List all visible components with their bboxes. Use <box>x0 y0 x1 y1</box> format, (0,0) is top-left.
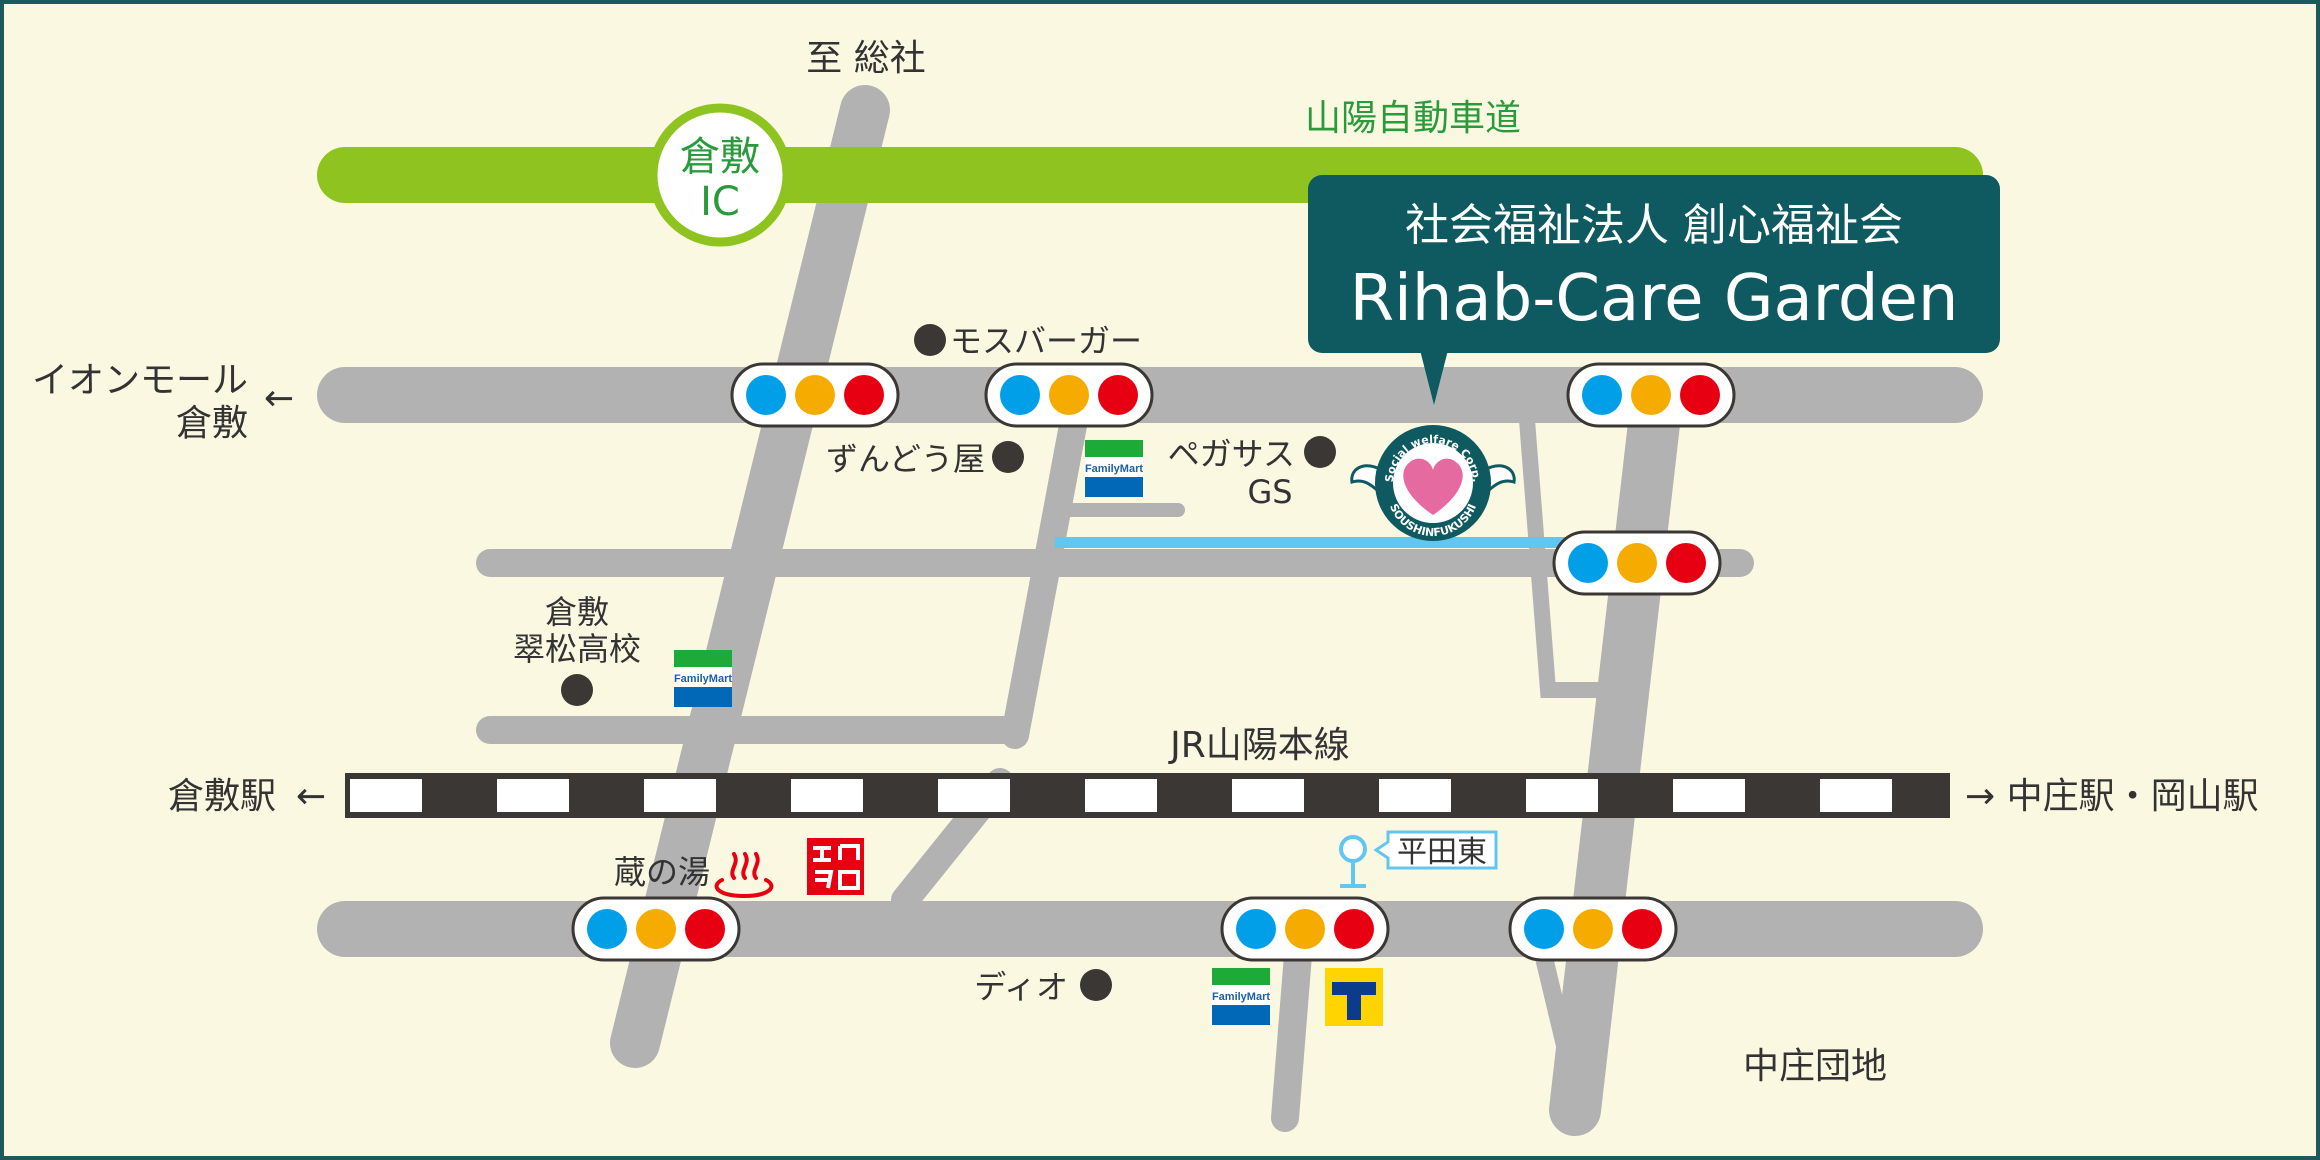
to-soja-label: 至 総社 <box>806 38 925 79</box>
signal-light <box>1666 543 1706 583</box>
school-label-2: 翠松高校 <box>513 630 641 668</box>
aeon-mall-label-1: イオンモール <box>32 360 248 401</box>
traffic-signal-icon <box>1552 530 1722 596</box>
signal-light <box>1049 375 1089 415</box>
familymart-logo: FamilyMart <box>1212 968 1270 1025</box>
familymart-logo: FamilyMart <box>1085 440 1143 497</box>
signal-light <box>1285 909 1325 949</box>
signal-light <box>636 909 676 949</box>
mos-burger-label: モスバーガー <box>950 322 1142 360</box>
railway-tie <box>1085 779 1157 812</box>
railway-tie <box>350 779 422 812</box>
traffic-signal-icon <box>1508 896 1678 962</box>
familymart-logo: FamilyMart <box>674 650 732 707</box>
railway-tie <box>1673 779 1745 812</box>
svg-text:FamilyMart: FamilyMart <box>1085 463 1143 475</box>
signal-light <box>685 909 725 949</box>
ic-label-code: IC <box>700 179 740 225</box>
aeon-mall-label-2: 倉敷 <box>176 403 248 444</box>
facility-name-jp: 社会福祉法人 創心福祉会 <box>1405 200 1903 251</box>
facility-name-en: Rihab-Care Garden <box>1350 262 1959 336</box>
bus-stop-icon <box>1339 835 1367 888</box>
landmark-dot-icon <box>1080 969 1112 1001</box>
railway-tie <box>938 779 1010 812</box>
river <box>1055 537 1600 548</box>
jr-line-label: JR山陽本線 <box>1168 725 1350 766</box>
pegasus-gs-label-1: ペガサス <box>1168 435 1295 473</box>
aeon-mall-arrow: ← <box>264 378 294 419</box>
signal-light <box>1617 543 1657 583</box>
signal-light <box>746 375 786 415</box>
landmark-dot-icon <box>914 324 946 356</box>
zundouya-label: ずんどう屋 <box>826 440 985 478</box>
kurashiki-station-label: 倉敷駅 <box>168 776 276 817</box>
tsutaya-logo <box>1325 968 1383 1026</box>
signal-light <box>1524 909 1564 949</box>
railway-ties <box>350 779 1892 812</box>
pegasus-gs-label-2: GS <box>1247 473 1292 511</box>
nakasho-danchi-label: 中庄団地 <box>1743 1046 1887 1087</box>
expressway-label: 山陽自動車道 <box>1305 98 1521 139</box>
dio-label: ディオ <box>974 968 1068 1006</box>
kuranoyu-label: 蔵の湯 <box>614 853 710 891</box>
signal-light <box>1680 375 1720 415</box>
traffic-signals <box>571 362 1736 962</box>
railway-tie <box>791 779 863 812</box>
signal-light <box>1582 375 1622 415</box>
svg-text:FamilyMart: FamilyMart <box>1212 991 1270 1003</box>
signal-light <box>1098 375 1138 415</box>
jr-sanyo-line <box>345 773 1950 818</box>
landmark-dot-icon <box>992 441 1024 473</box>
signal-light <box>1568 543 1608 583</box>
traffic-signal-icon <box>730 362 900 428</box>
facility-box <box>1308 175 2000 353</box>
signal-light <box>1622 909 1662 949</box>
east-stations-label: → 中庄駅・岡山駅 <box>1965 776 2259 817</box>
signal-light <box>1573 909 1613 949</box>
signal-light <box>795 375 835 415</box>
facility-callout: 社会福祉法人 創心福祉会 Rihab-Care Garden <box>1308 175 2000 405</box>
facility-pointer <box>1420 350 1448 405</box>
signal-light <box>1000 375 1040 415</box>
bus-stop-label: 平田東 <box>1397 835 1487 870</box>
hot-spring-icon <box>714 852 774 899</box>
traffic-signal-icon <box>571 896 741 962</box>
traffic-signal-icon <box>1220 896 1390 962</box>
signal-light <box>1236 909 1276 949</box>
kurashiki-station-arrow: ← <box>296 776 326 817</box>
school-label-1: 倉敷 <box>545 593 609 631</box>
landmark-dot-icon <box>1304 436 1336 468</box>
signal-light <box>1334 909 1374 949</box>
signal-light <box>1631 375 1671 415</box>
traffic-signal-icon <box>1566 362 1736 428</box>
railway-tie <box>1379 779 1451 812</box>
svg-text:FamilyMart: FamilyMart <box>674 673 732 685</box>
signal-light <box>844 375 884 415</box>
railway-tie <box>1526 779 1598 812</box>
railway-tie <box>644 779 716 812</box>
kurashiki-ic-marker <box>648 103 792 247</box>
traffic-signal-icon <box>984 362 1154 428</box>
signal-light <box>587 909 627 949</box>
railway-tie <box>1820 779 1892 812</box>
railway-tie <box>1232 779 1304 812</box>
landmark-dot-icon <box>561 674 593 706</box>
bus-stop-label-box: 平田東 <box>1373 830 1498 870</box>
road-facility-branch <box>1519 419 1615 698</box>
heart-with-wings-logo: Social welfare Corp. SOUSHINFUKUSHI <box>1350 425 1516 541</box>
railway-tie <box>497 779 569 812</box>
ic-label-name: 倉敷 <box>680 134 760 180</box>
uniqlo-logo <box>807 838 864 895</box>
